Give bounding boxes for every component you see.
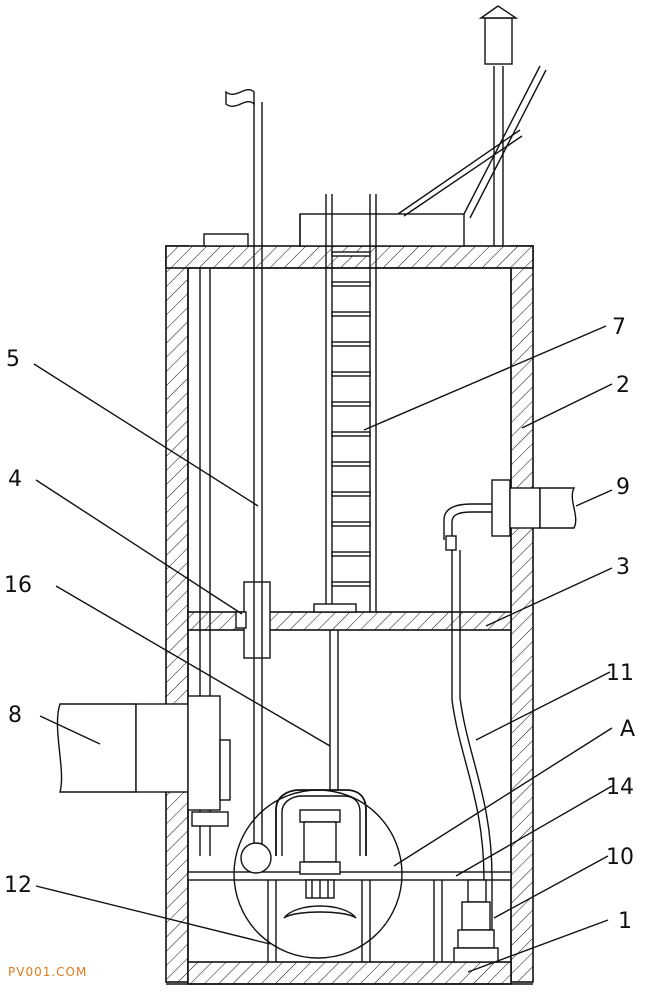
ladder-rung xyxy=(331,311,371,317)
label-9: 9 xyxy=(616,475,630,500)
ladder-rung xyxy=(331,551,371,557)
ladder-rung xyxy=(331,341,371,347)
support-legs xyxy=(267,880,443,962)
ladder-rung xyxy=(331,461,371,467)
ladder-rung xyxy=(331,281,371,287)
top-cover xyxy=(203,213,465,247)
watermark: PV001.COM xyxy=(8,965,87,979)
ladder-rung xyxy=(331,491,371,497)
float-rod xyxy=(225,89,272,874)
ladder-rung xyxy=(331,521,371,527)
ladder xyxy=(325,194,377,612)
label-5: 5 xyxy=(6,347,20,372)
label-7: 7 xyxy=(612,315,626,340)
vent-pipe xyxy=(397,5,547,246)
part-labels: 5 7 2 4 9 16 3 8 11 A 14 10 12 1 xyxy=(4,315,635,934)
inlet-pipe xyxy=(56,695,231,827)
ladder-rung xyxy=(331,581,371,587)
ladder-rung xyxy=(331,431,371,437)
outlet-flange xyxy=(491,479,577,537)
label-12: 12 xyxy=(4,873,32,898)
guide-sleeve xyxy=(235,581,271,659)
label-3: 3 xyxy=(616,555,630,580)
drain-pump xyxy=(453,879,499,963)
ladder-rung xyxy=(331,251,371,257)
label-14: 14 xyxy=(606,775,634,800)
label-16: 16 xyxy=(4,573,32,598)
label-10: 10 xyxy=(606,845,634,870)
label-2: 2 xyxy=(616,373,630,398)
pump-assembly xyxy=(275,789,367,919)
label-4: 4 xyxy=(8,467,22,492)
label-8: 8 xyxy=(8,703,22,728)
ladder-rung xyxy=(331,401,371,407)
label-11: 11 xyxy=(606,661,634,686)
label-A: A xyxy=(620,717,635,742)
leader-lines xyxy=(33,325,613,973)
base-plate xyxy=(166,961,533,985)
filter-plate xyxy=(187,871,512,881)
label-1: 1 xyxy=(618,909,632,934)
outlet-pipe xyxy=(443,503,493,948)
ladder-rung xyxy=(331,371,371,377)
pump-shaft xyxy=(313,603,357,790)
